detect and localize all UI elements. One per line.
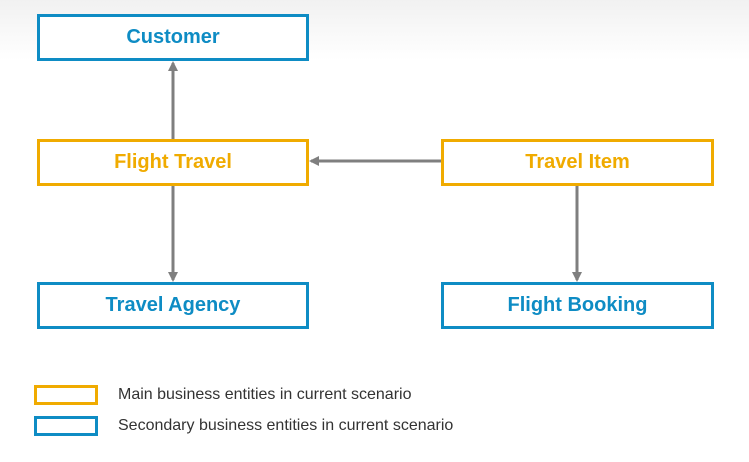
node-flight-travel-label: Flight Travel bbox=[114, 151, 232, 173]
node-travel-agency: Travel Agency bbox=[37, 282, 309, 329]
node-flight-booking: Flight Booking bbox=[441, 282, 714, 329]
legend-main-swatch bbox=[34, 385, 98, 405]
node-travel-item-label: Travel Item bbox=[525, 151, 630, 173]
legend-secondary-swatch bbox=[34, 416, 98, 436]
legend-secondary-label: Secondary business entities in current s… bbox=[118, 417, 454, 434]
node-customer: Customer bbox=[37, 14, 309, 61]
node-travel-item: Travel Item bbox=[441, 139, 714, 186]
legend-secondary-entities: Secondary business entities in current s… bbox=[34, 416, 453, 436]
node-flight-travel: Flight Travel bbox=[37, 139, 309, 186]
node-customer-label: Customer bbox=[126, 26, 220, 48]
node-flight-booking-label: Flight Booking bbox=[507, 294, 648, 316]
node-travel-agency-label: Travel Agency bbox=[105, 294, 241, 316]
legend-main-entities: Main business entities in current scenar… bbox=[34, 385, 411, 405]
legend-main-label: Main business entities in current scenar… bbox=[118, 386, 412, 403]
